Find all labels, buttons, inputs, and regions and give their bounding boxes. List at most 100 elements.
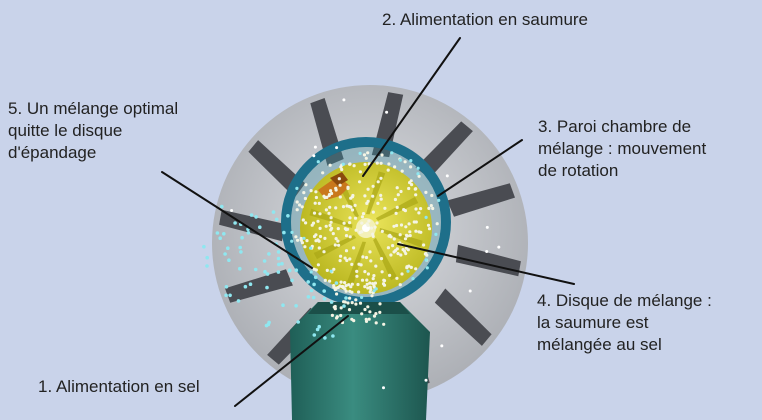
- salt-grain: [319, 227, 322, 230]
- salt-grain: [296, 239, 299, 242]
- brine-droplet: [359, 152, 362, 155]
- salt-grain: [363, 153, 366, 156]
- brine-droplet: [258, 225, 262, 229]
- salt-grain: [372, 274, 375, 277]
- salt-grain: [334, 206, 337, 209]
- brine-droplet: [263, 259, 267, 263]
- brine-droplet: [254, 215, 258, 219]
- salt-grain: [302, 191, 305, 194]
- salt-grain: [387, 246, 390, 249]
- salt-grain: [364, 163, 367, 166]
- salt-grain: [331, 314, 334, 317]
- salt-grain: [367, 219, 370, 222]
- salt-grain: [380, 153, 383, 156]
- salt-grain: [351, 208, 354, 211]
- brine-droplet: [281, 303, 285, 307]
- brine-droplet: [277, 263, 281, 267]
- salt-grain: [418, 230, 421, 233]
- salt-grain: [335, 292, 338, 295]
- salt-grain: [325, 208, 328, 211]
- salt-grain: [342, 300, 345, 303]
- salt-grain: [354, 204, 357, 207]
- salt-grain: [378, 311, 381, 314]
- brine-droplet: [205, 256, 209, 260]
- brine-droplet: [237, 299, 241, 303]
- salt-grain: [371, 233, 374, 236]
- salt-grain: [362, 212, 365, 215]
- disc-speck: [446, 174, 449, 177]
- salt-grain: [328, 194, 331, 197]
- salt-grain: [356, 283, 359, 286]
- salt-grain: [355, 275, 358, 278]
- salt-grain: [388, 234, 391, 237]
- brine-droplet: [417, 167, 420, 170]
- salt-grain: [430, 204, 433, 207]
- brine-droplet: [220, 205, 224, 209]
- salt-grain: [395, 224, 398, 227]
- brine-droplet: [322, 289, 326, 293]
- salt-grain: [354, 298, 357, 301]
- salt-grain: [408, 222, 411, 225]
- disc-speck: [342, 98, 345, 101]
- salt-grain: [301, 241, 304, 244]
- salt-grain: [363, 194, 366, 197]
- salt-grain: [375, 221, 378, 224]
- salt-grain: [305, 239, 308, 242]
- salt-grain: [363, 308, 366, 311]
- label-mixing-chamber-wall: 3. Paroi chambre de mélange : mouvement …: [538, 116, 706, 182]
- salt-grain: [396, 206, 399, 209]
- brine-droplet: [342, 304, 346, 308]
- salt-grain: [316, 220, 319, 223]
- brine-droplet: [310, 270, 313, 273]
- salt-grain: [427, 224, 430, 227]
- salt-grain: [334, 243, 337, 246]
- salt-grain: [322, 195, 325, 198]
- salt-grain: [318, 246, 321, 249]
- brine-droplet: [239, 250, 243, 254]
- brine-droplet: [225, 285, 229, 289]
- salt-grain: [380, 162, 383, 165]
- salt-grain: [359, 231, 362, 234]
- salt-grain: [317, 263, 320, 266]
- salt-grain: [355, 229, 358, 232]
- brine-droplet: [344, 296, 348, 300]
- brine-droplet: [307, 295, 311, 299]
- brine-droplet: [290, 240, 293, 243]
- salt-grain: [357, 290, 360, 293]
- brine-droplet: [238, 267, 242, 271]
- brine-droplet: [309, 247, 312, 250]
- salt-grain: [330, 221, 333, 224]
- salt-grain: [340, 306, 343, 309]
- salt-grain: [349, 235, 352, 238]
- salt-grain: [375, 321, 378, 324]
- brine-droplet: [228, 294, 232, 298]
- salt-grain: [407, 248, 410, 251]
- brine-droplet: [323, 297, 327, 301]
- salt-grain: [346, 301, 349, 304]
- salt-grain: [393, 237, 396, 240]
- brine-droplet: [267, 252, 271, 256]
- salt-grain: [344, 257, 347, 260]
- brine-droplet: [411, 277, 414, 280]
- brine-droplet: [233, 221, 237, 225]
- brine-droplet: [399, 159, 402, 162]
- salt-grain: [348, 221, 351, 224]
- label-salt-feed: 1. Alimentation en sel: [38, 376, 200, 398]
- salt-grain: [414, 207, 417, 210]
- salt-grain: [387, 169, 390, 172]
- salt-grain: [343, 281, 346, 284]
- brine-droplet: [390, 151, 393, 154]
- salt-grain: [328, 280, 331, 283]
- brine-droplet: [238, 246, 242, 250]
- brine-droplet: [331, 334, 335, 338]
- brine-droplet: [282, 231, 286, 235]
- salt-grain: [365, 256, 368, 259]
- salt-grain: [399, 233, 402, 236]
- salt-grain: [330, 216, 333, 219]
- salt-grain: [380, 198, 383, 201]
- salt-grain: [414, 187, 417, 190]
- brine-droplet: [373, 289, 376, 292]
- salt-grain: [387, 162, 390, 165]
- salt-grain: [382, 282, 385, 285]
